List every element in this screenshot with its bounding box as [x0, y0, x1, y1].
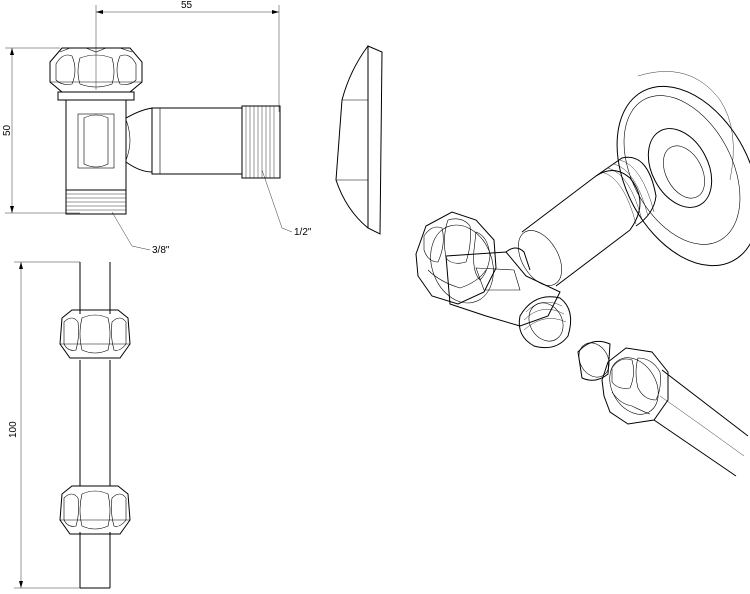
- iso-hose: [653, 369, 749, 477]
- thread-label-three-eighths: 3/8": [152, 245, 170, 256]
- iso-valve-handle: [415, 211, 497, 305]
- isometric-view: [415, 71, 750, 477]
- hose-nut-top: [59, 309, 131, 359]
- iso-valve-body: [445, 247, 561, 327]
- thread-label-half-inch: 1/2": [294, 227, 312, 238]
- leader-three-eighths: 3/8": [111, 211, 170, 256]
- valve-side-view: 55 50: [2, 0, 312, 256]
- iso-hose-nut: [577, 340, 669, 425]
- outlet-pipe: [151, 105, 281, 179]
- valve-body: [65, 100, 153, 191]
- hose-nut-bottom: [59, 485, 131, 535]
- dimension-100: 100: [8, 261, 80, 589]
- hose-side-view: 100: [8, 261, 131, 589]
- leader-half-inch: 1/2": [261, 169, 312, 238]
- iso-outlet-thread: [595, 156, 657, 227]
- valve-handle: [49, 47, 143, 101]
- dimension-50-label: 50: [2, 124, 13, 136]
- iso-outlet-pipe: [518, 156, 657, 287]
- dimension-100-label: 100: [8, 421, 19, 438]
- outlet-thread: [245, 106, 275, 178]
- dimension-55: 55: [95, 0, 280, 112]
- dimension-50: 50: [2, 47, 80, 214]
- iso-rosette: [616, 71, 750, 267]
- iso-inlet-connector: [518, 296, 572, 349]
- rosette-side-view: [335, 45, 383, 235]
- dimension-55-label: 55: [181, 0, 193, 11]
- inlet-thread-block: [65, 189, 127, 215]
